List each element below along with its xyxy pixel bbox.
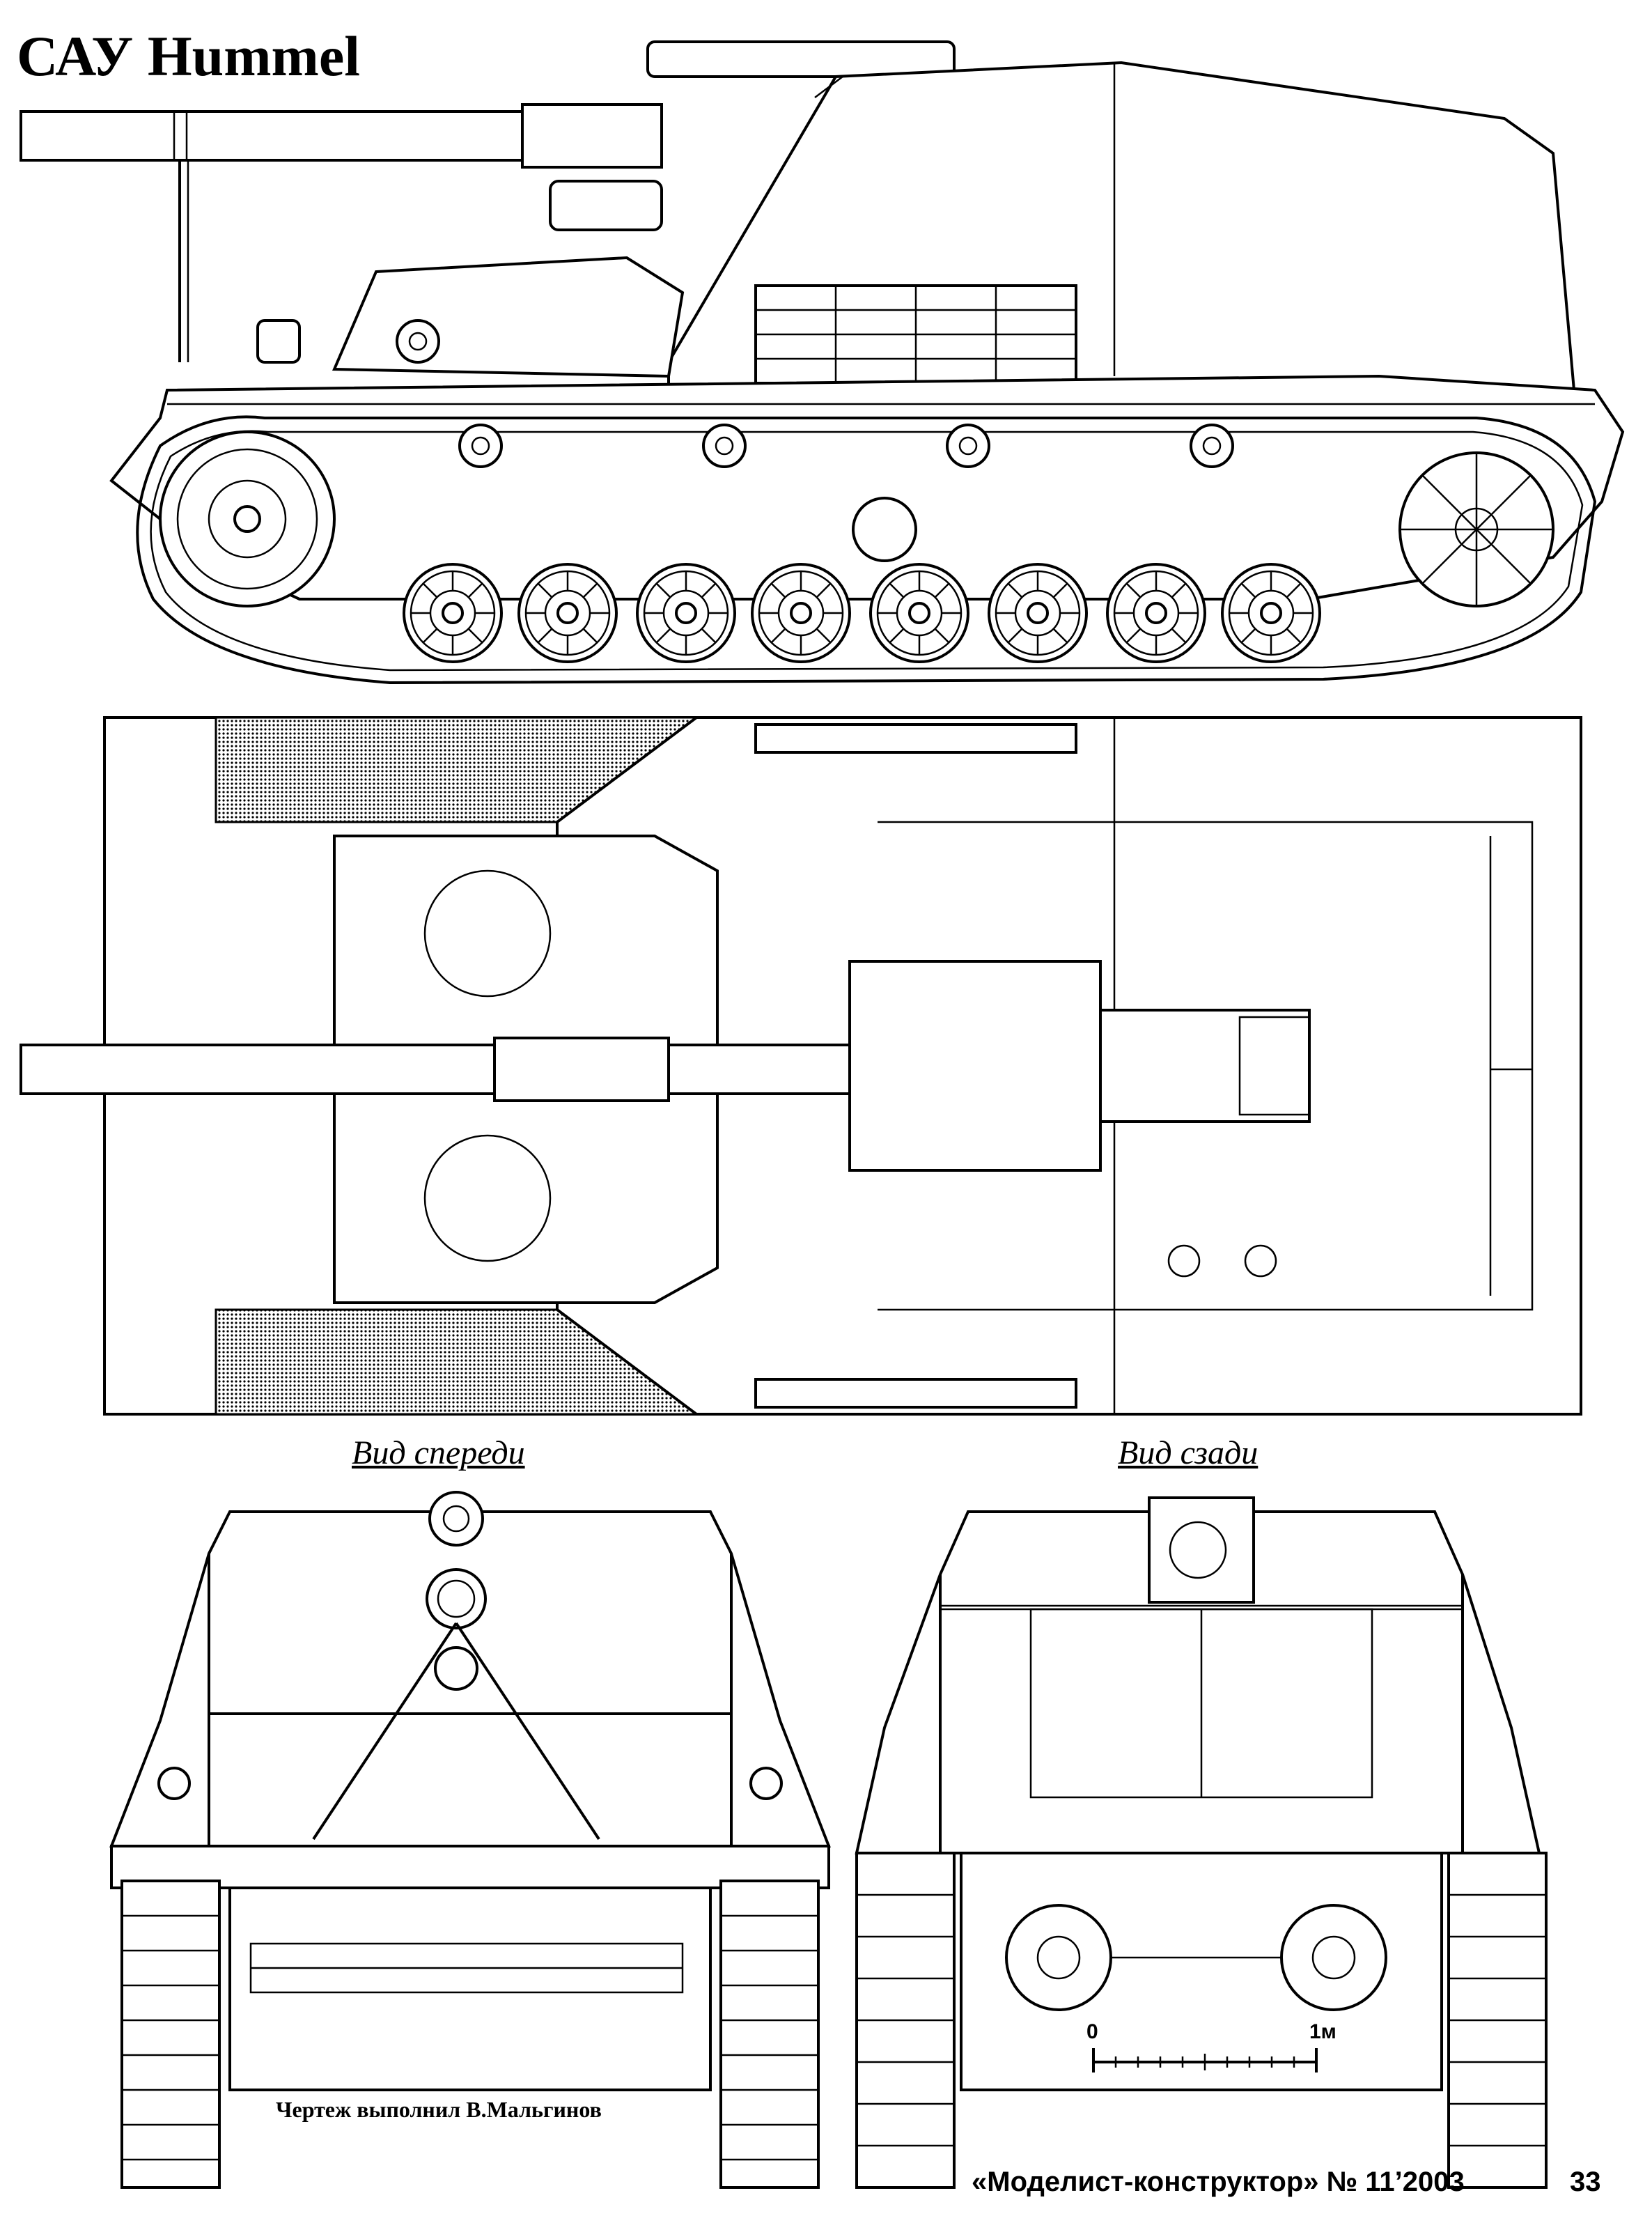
top-gun-breech (848, 960, 1102, 1172)
side-view (20, 40, 1625, 685)
scale-end-label: 1м (1309, 2020, 1337, 2043)
top-view (20, 716, 1582, 1416)
top-driver-hatch (423, 869, 552, 998)
rear-view (855, 1496, 1548, 2189)
side-recuperator (646, 40, 956, 78)
side-drive-sprocket (159, 431, 336, 607)
front-tracks (120, 1880, 820, 2189)
drawing-credit: Чертеж выполнил В.Мальгинов (276, 2097, 602, 2122)
side-track (136, 415, 1597, 685)
front-view (109, 1491, 831, 2189)
publication-footer: «Моделист-конструктор» № 11’2003 (972, 2167, 1465, 2197)
scale-bar (1092, 2048, 1318, 2072)
side-storage-bin (754, 284, 1077, 385)
scale-start-label: 0 (1086, 2020, 1098, 2043)
side-idler-wheel (1398, 451, 1554, 607)
page-number: 33 (1570, 2167, 1601, 2197)
front-view-label: Вид спереди (352, 1434, 525, 1471)
front-lower-hull (228, 1886, 712, 2091)
top-radio-hatch (423, 1134, 552, 1262)
top-gun-barrel (20, 1044, 496, 1095)
drawing-title: САУ Hummel (17, 24, 361, 88)
rear-view-label: Вид сзади (1118, 1434, 1259, 1471)
rear-idler-left (1005, 1904, 1112, 2011)
front-gun-muzzle (426, 1568, 487, 1629)
side-hull (109, 374, 1625, 601)
rear-idler-right (1280, 1904, 1387, 2011)
side-gun-barrel (20, 103, 663, 362)
